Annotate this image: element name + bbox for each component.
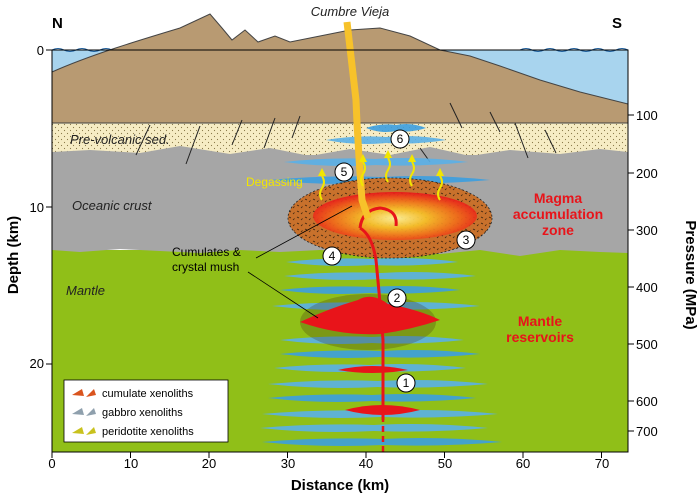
marker-1 (396, 373, 416, 393)
eruptive-conduit (343, 21, 372, 220)
legend-peridotite-label: peridotite xenoliths (102, 426, 194, 438)
magma-dike (359, 226, 385, 420)
y-left-tick-labels: 0 10 20 (30, 43, 44, 371)
x-tick-20: 20 (202, 456, 216, 471)
x-tick-labels: 0 10 20 30 40 50 60 70 (48, 456, 609, 471)
p-tick-400: 400 (636, 280, 658, 295)
marker-3-text: 3 (463, 233, 470, 247)
x-tick-60: 60 (516, 456, 530, 471)
degassing-label: Degassing (246, 175, 303, 189)
north-label: N (52, 15, 63, 32)
legend-cumulate-label: cumulate xenoliths (102, 388, 194, 400)
p-tick-200: 200 (636, 166, 658, 181)
marker-4 (322, 246, 342, 266)
y-left-axis-title: Depth (km) (5, 216, 22, 294)
p-tick-500: 500 (636, 337, 658, 352)
legend-cumulate-icon (72, 389, 96, 397)
numbered-markers: 1 2 3 4 5 6 (322, 129, 476, 393)
sill-lens (366, 124, 426, 132)
volcano-name: Cumbre Vieja (311, 4, 390, 19)
marker-2-text: 2 (394, 291, 401, 305)
x-tick-0: 0 (48, 456, 55, 471)
cumulates-leader-1 (255, 205, 353, 259)
marker-6-text: 6 (397, 132, 404, 146)
x-tick-70: 70 (595, 456, 609, 471)
x-tick-40: 40 (359, 456, 373, 471)
plot-frame (51, 49, 629, 453)
marker-5-text: 5 (341, 165, 348, 179)
legend-peridotite-icon (72, 427, 96, 435)
faults (135, 102, 557, 165)
mantle-reservoir (300, 296, 440, 335)
magma-loop (358, 206, 398, 229)
magma-zone-label-1: Magma (534, 190, 582, 206)
mantle-label: Mantle (66, 283, 105, 298)
sill-lens (260, 424, 488, 432)
south-label: S (612, 15, 622, 32)
x-axis-title: Distance (km) (291, 477, 389, 494)
y-right-tick-labels: 100 200 300 400 500 600 700 (636, 108, 658, 439)
degassing-arrowheads (318, 150, 444, 176)
x-tick-10: 10 (124, 456, 138, 471)
y-tick-0: 0 (37, 43, 44, 58)
marker-2 (387, 288, 407, 308)
cumulates-label-2: crystal mush (172, 260, 239, 274)
sill-lens (284, 158, 468, 166)
y-right-axis-title: Pressure (MPa) (682, 220, 699, 329)
sill-lens (268, 394, 476, 402)
sediment-label: Pre-volcanic sed. (70, 132, 170, 147)
degassing-arrows (319, 157, 443, 201)
x-tick-30: 30 (281, 456, 295, 471)
sill-lens (284, 272, 476, 280)
sill-lens (268, 380, 488, 388)
p-tick-600: 600 (636, 394, 658, 409)
sill-lens (280, 350, 480, 358)
marker-1-text: 1 (403, 376, 410, 390)
x-tick-50: 50 (438, 456, 452, 471)
y-tick-10: 10 (30, 200, 44, 215)
p-tick-300: 300 (636, 223, 658, 238)
magma-zone-label-2: accumulation (513, 206, 603, 222)
marker-4-text: 4 (329, 249, 336, 263)
marker-6 (390, 129, 410, 149)
mantle-reservoirs-label-2: reservoirs (506, 329, 574, 345)
marker-5 (334, 162, 354, 182)
crust-label: Oceanic crust (72, 198, 153, 213)
p-tick-100: 100 (636, 108, 658, 123)
volcano-edifice (51, 13, 629, 124)
legend-gabbro-label: gabbro xenoliths (102, 407, 183, 419)
mantle-reservoirs-label-1: Mantle (518, 313, 563, 329)
p-tick-700: 700 (636, 424, 658, 439)
sill-lens (280, 286, 460, 294)
cumulates-label-1: Cumulates & (172, 245, 241, 259)
axis-ticks (46, 49, 634, 458)
y-tick-20: 20 (30, 356, 44, 371)
cumulates-leader-2 (247, 271, 319, 319)
lower-reservoir-1 (338, 366, 408, 373)
marker-3 (456, 230, 476, 250)
legend: cumulate xenoliths gabbro xenoliths peri… (63, 379, 229, 443)
legend-gabbro-icon (72, 408, 96, 416)
magma-zone-label-3: zone (542, 222, 574, 238)
crust-top-boundary (52, 146, 628, 168)
sill-lens (280, 336, 464, 344)
